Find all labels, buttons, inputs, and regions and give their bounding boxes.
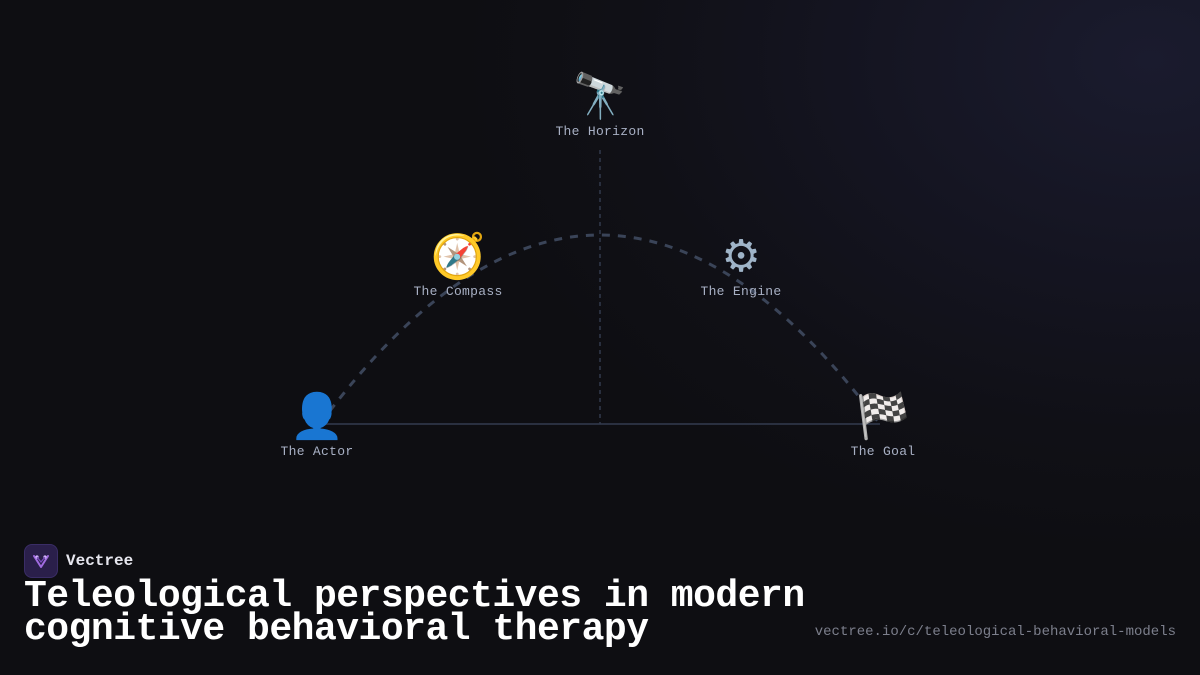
telescope-icon: 🔭 (572, 71, 628, 122)
checkered-flag-icon: 🏁 (855, 391, 911, 442)
title-line-2: cognitive behavioral therapy (24, 608, 649, 651)
node-goal: 🏁 The Goal (803, 391, 963, 460)
brand: Vectree (24, 544, 133, 578)
node-label-goal: The Goal (850, 444, 916, 459)
node-compass: 🧭 The Compass (378, 231, 538, 300)
compass-icon: 🧭 (430, 231, 486, 282)
brand-name: Vectree (66, 552, 134, 570)
node-label-engine: The Engine (700, 284, 782, 299)
gear-icon: ⚙ (721, 231, 761, 282)
title-line-1: Teleological perspectives in modern (24, 575, 805, 618)
page-title: Teleological perspectives in modern cogn… (24, 578, 824, 649)
trajectory-arc (318, 233, 882, 425)
person-icon: 👤 (289, 391, 345, 442)
node-horizon: 🔭 The Horizon (520, 71, 680, 140)
source-url: vectree.io/c/teleological-behavioral-mod… (814, 624, 1176, 640)
node-engine: ⚙ The Engine (661, 231, 821, 300)
node-label-horizon: The Horizon (555, 124, 645, 139)
vectree-logo-icon (24, 544, 58, 578)
node-label-compass: The Compass (413, 284, 503, 299)
node-actor: 👤 The Actor (237, 391, 397, 460)
node-label-actor: The Actor (280, 444, 354, 459)
